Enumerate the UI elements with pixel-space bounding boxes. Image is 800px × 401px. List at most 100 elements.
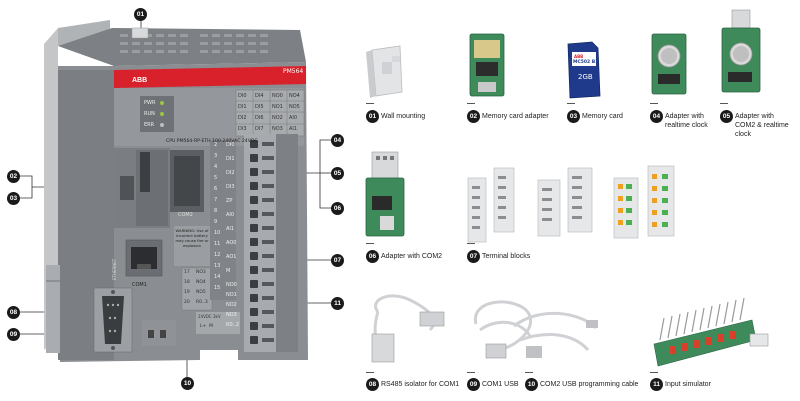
sd-card-brand: ABB <box>574 54 584 59</box>
item-label-05: Adapter with COM2 & realtime clock <box>735 113 789 138</box>
led-run-label: RUN <box>144 111 155 117</box>
terminal-label: DI2 <box>226 170 235 176</box>
item-label-10: COM2 USB programming cable <box>540 381 639 388</box>
io-cell: NO5 <box>289 104 300 110</box>
caption-rule <box>366 372 374 373</box>
callout-badge-05: 05 <box>331 167 344 180</box>
caption-rule <box>650 372 658 373</box>
terminal-label: NO0 <box>226 282 237 288</box>
com2-label: COM2 <box>178 212 193 218</box>
callout-badge-09: 09 <box>7 328 20 341</box>
output-row-label: NO3 <box>196 270 206 275</box>
caption-rule <box>366 243 374 244</box>
plc-brand-logo: ABB <box>132 77 148 84</box>
item-badge-05: 05 <box>720 110 733 123</box>
terminal-number: 7 <box>214 197 218 203</box>
terminal-number: 15 <box>214 285 221 291</box>
terminal-blocks-image <box>467 165 675 243</box>
item-badge-07: 07 <box>467 250 480 263</box>
com2-rtc-adapter-image <box>721 9 761 93</box>
terminal-label: DI3 <box>226 184 235 190</box>
output-row-num: 20 <box>184 300 190 305</box>
com1-label: COM1 <box>132 282 147 288</box>
output-row-label: NO5 <box>196 290 206 295</box>
terminal-label: ZP <box>226 198 233 204</box>
sd-card-capacity: 2GB <box>578 73 593 81</box>
terminal-number: 11 <box>214 241 221 247</box>
io-cell: NO3 <box>272 126 283 132</box>
power-terminal-label: 24VDC 3kV <box>198 314 221 319</box>
power-terminal-pins: L+ M <box>200 324 214 329</box>
terminal-label: AI1 <box>226 226 235 232</box>
caption-rule <box>720 103 728 104</box>
io-cell: AI0 <box>289 115 298 121</box>
item-badge-06: 06 <box>366 250 379 263</box>
terminal-number: 4 <box>214 164 218 170</box>
io-cell: NO4 <box>289 93 300 99</box>
led-err-label: ERR <box>144 122 155 128</box>
io-cell: DI4 <box>255 93 264 99</box>
memory-card-image <box>567 41 601 99</box>
item-label-03: Memory card <box>582 113 623 120</box>
terminal-label: DI0 <box>226 142 235 148</box>
item-label-09: COM1 USB <box>482 381 519 388</box>
callout-badge-06: 06 <box>331 202 344 215</box>
io-cell: DI0 <box>238 93 247 99</box>
caption-rule <box>567 103 575 104</box>
io-cell: NO0 <box>272 93 283 99</box>
caption-rule <box>525 372 533 373</box>
terminal-label: R0..2 <box>226 322 240 328</box>
callout-badge-04: 04 <box>331 134 344 147</box>
memory-card-adapter-image <box>469 33 505 97</box>
item-label-02: Memory card adapter <box>482 113 549 120</box>
item-badge-11: 11 <box>650 378 663 391</box>
io-cell: NO2 <box>272 115 283 121</box>
terminal-label: AO0 <box>226 240 237 246</box>
caption-rule <box>650 103 658 104</box>
terminal-number: 6 <box>214 186 218 192</box>
item-label-01: Wall mounting <box>381 113 426 120</box>
com2-adapter-image <box>365 151 405 237</box>
callout-badge-02: 02 <box>7 170 20 183</box>
terminal-number: 12 <box>214 252 221 258</box>
io-cell: DI7 <box>255 126 264 132</box>
io-cell: NO1 <box>272 104 283 110</box>
output-row-label: R0..3 <box>196 300 208 305</box>
callout-badge-01: 01 <box>134 8 147 21</box>
item-badge-04: 04 <box>650 110 663 123</box>
terminal-number: 8 <box>214 208 218 214</box>
item-label-11: Input simulator <box>665 381 711 388</box>
caption-rule <box>467 103 475 104</box>
led-pwr-label: PWR <box>144 100 156 106</box>
item-badge-01: 01 <box>366 110 379 123</box>
com1-usb-image <box>474 300 533 352</box>
output-row-label: NO4 <box>196 280 206 285</box>
item-label-08: RS485 isolator for COM1 <box>381 381 460 388</box>
terminal-number: 5 <box>214 175 218 181</box>
io-cell: DI5 <box>255 104 264 110</box>
sd-card-model: MC502 B1 <box>573 60 599 65</box>
output-row-num: 18 <box>184 280 190 285</box>
terminal-number: 3 <box>214 153 218 159</box>
terminal-number: 14 <box>214 274 221 280</box>
cpu-line-label: CPU PM564-RP-ETH 100-240VAC 24VDC <box>166 139 258 144</box>
plc-model-label: PM564 <box>283 68 304 75</box>
wall-mounting-image <box>366 45 403 98</box>
io-cell: DI6 <box>255 115 264 121</box>
terminal-number: 2 <box>214 142 218 148</box>
terminal-label: AO1 <box>226 254 237 260</box>
item-badge-03: 03 <box>567 110 580 123</box>
callout-badge-07: 07 <box>331 254 344 267</box>
terminal-label: DI1 <box>226 156 235 162</box>
item-badge-09: 09 <box>467 378 480 391</box>
io-cell: AI1 <box>289 126 298 132</box>
item-label-07: Terminal blocks <box>482 253 531 260</box>
item-badge-08: 08 <box>366 378 379 391</box>
rtc-adapter-image <box>651 33 687 95</box>
input-simulator-image <box>653 297 769 367</box>
warning-label: WARNING: Use of incorrect battery may ca… <box>175 228 209 248</box>
callout-badge-03: 03 <box>7 192 20 205</box>
caption-rule <box>467 243 475 244</box>
terminal-number: 9 <box>214 219 218 225</box>
caption-rule <box>467 372 475 373</box>
